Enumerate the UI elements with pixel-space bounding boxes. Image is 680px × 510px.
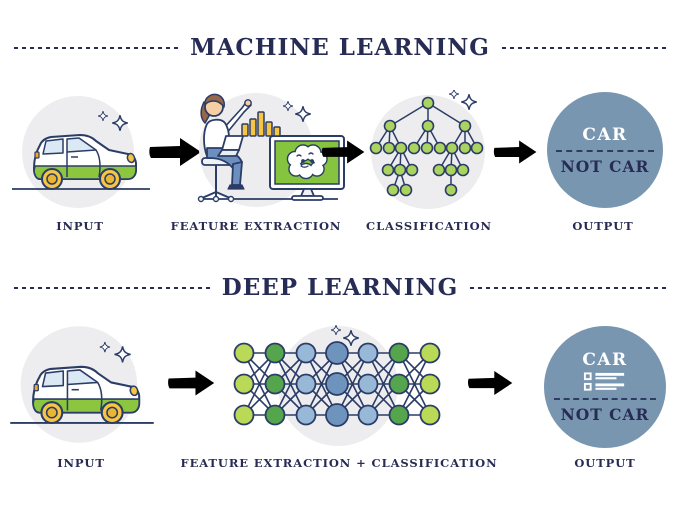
dl-output-circle: CAR NOT CAR xyxy=(544,326,666,448)
output-divider xyxy=(553,398,657,400)
dl-input-figure xyxy=(4,322,160,447)
header-dash-line xyxy=(470,287,667,289)
ml-feature-extraction-label: FEATURE EXTRACTION xyxy=(170,219,342,233)
arrow-right-icon xyxy=(321,140,365,164)
machine-learning-title: MACHINE LEARNING xyxy=(190,34,490,61)
analyst-person-icon xyxy=(200,93,252,190)
neural-network-nodes xyxy=(233,341,441,427)
output-positive-label: CAR xyxy=(582,350,628,370)
arrow-right-icon xyxy=(493,140,537,164)
ml-classification-figure xyxy=(369,90,485,209)
ml-output-circle: CAR NOT CAR xyxy=(547,92,663,208)
output-negative-label: NOT CAR xyxy=(560,156,650,176)
deep-learning-title: DEEP LEARNING xyxy=(221,274,459,301)
checklist-icon xyxy=(583,372,625,391)
ml-classification-label: CLASSIFICATION xyxy=(366,219,492,233)
arrow-right-icon xyxy=(468,371,513,395)
ml-output-label: OUTPUT xyxy=(572,219,634,233)
ml-input-label: INPUT xyxy=(56,219,104,233)
dl-output-label: OUTPUT xyxy=(574,456,636,470)
header-dash-line xyxy=(501,47,666,49)
header-dash-line xyxy=(14,287,210,289)
arrow-right-icon xyxy=(168,370,215,396)
output-negative-label: NOT CAR xyxy=(560,405,650,424)
sparkle-icon xyxy=(448,90,460,100)
bar-chart-icon xyxy=(241,111,281,137)
deep-learning-header: DEEP LEARNING xyxy=(14,274,667,302)
decision-tree-nodes xyxy=(369,96,484,197)
machine-learning-header: MACHINE LEARNING xyxy=(14,34,666,62)
header-dash-line xyxy=(14,47,179,49)
output-divider xyxy=(556,149,654,152)
ml-input-figure xyxy=(6,92,156,212)
dl-neural-network-figure xyxy=(233,324,441,446)
sparkle-icon xyxy=(460,93,478,111)
dl-input-label: INPUT xyxy=(57,456,105,470)
output-positive-label: CAR xyxy=(582,124,628,145)
dl-combined-label: FEATURE EXTRACTION + CLASSIFICATION xyxy=(180,456,498,470)
